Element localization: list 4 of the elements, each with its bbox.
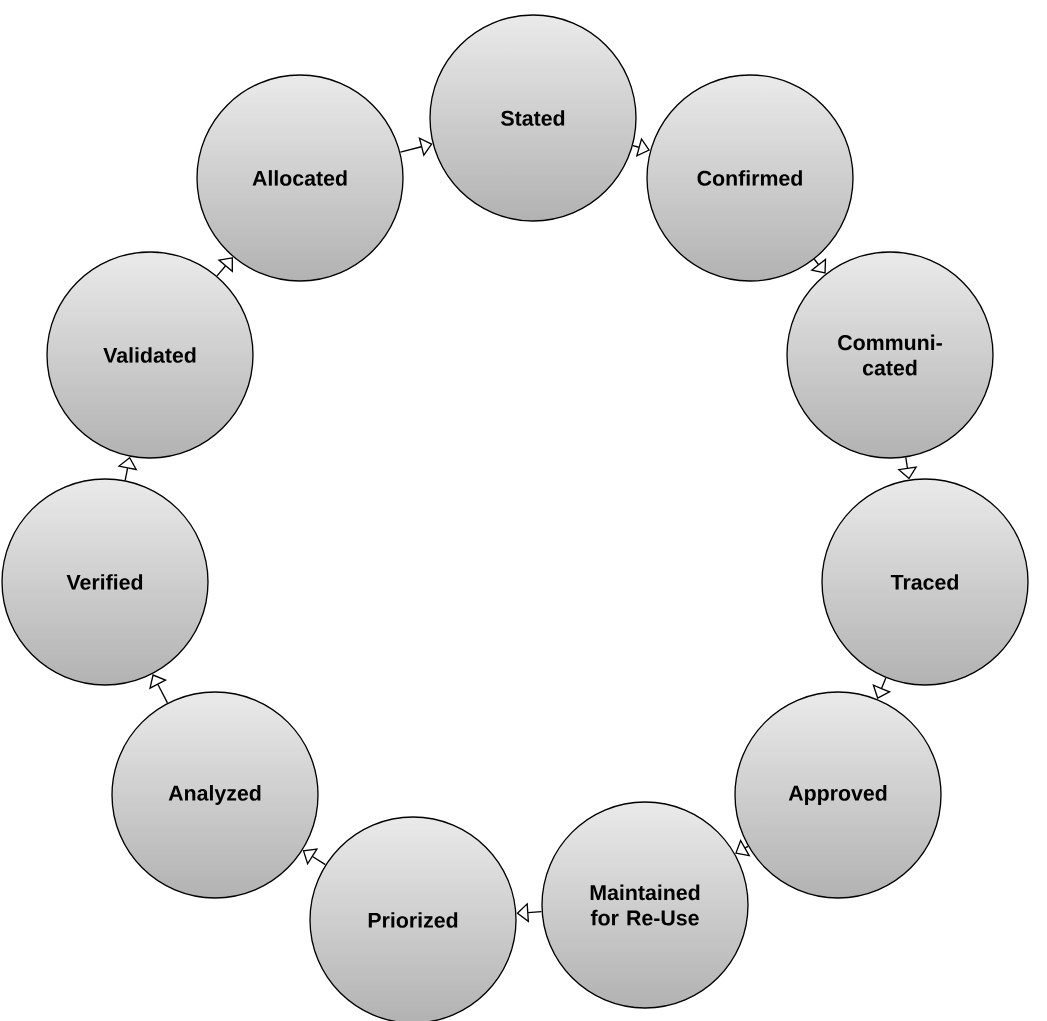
arrow	[872, 677, 892, 699]
arrow	[216, 257, 233, 277]
arrow	[302, 848, 326, 866]
arrow	[149, 674, 169, 704]
